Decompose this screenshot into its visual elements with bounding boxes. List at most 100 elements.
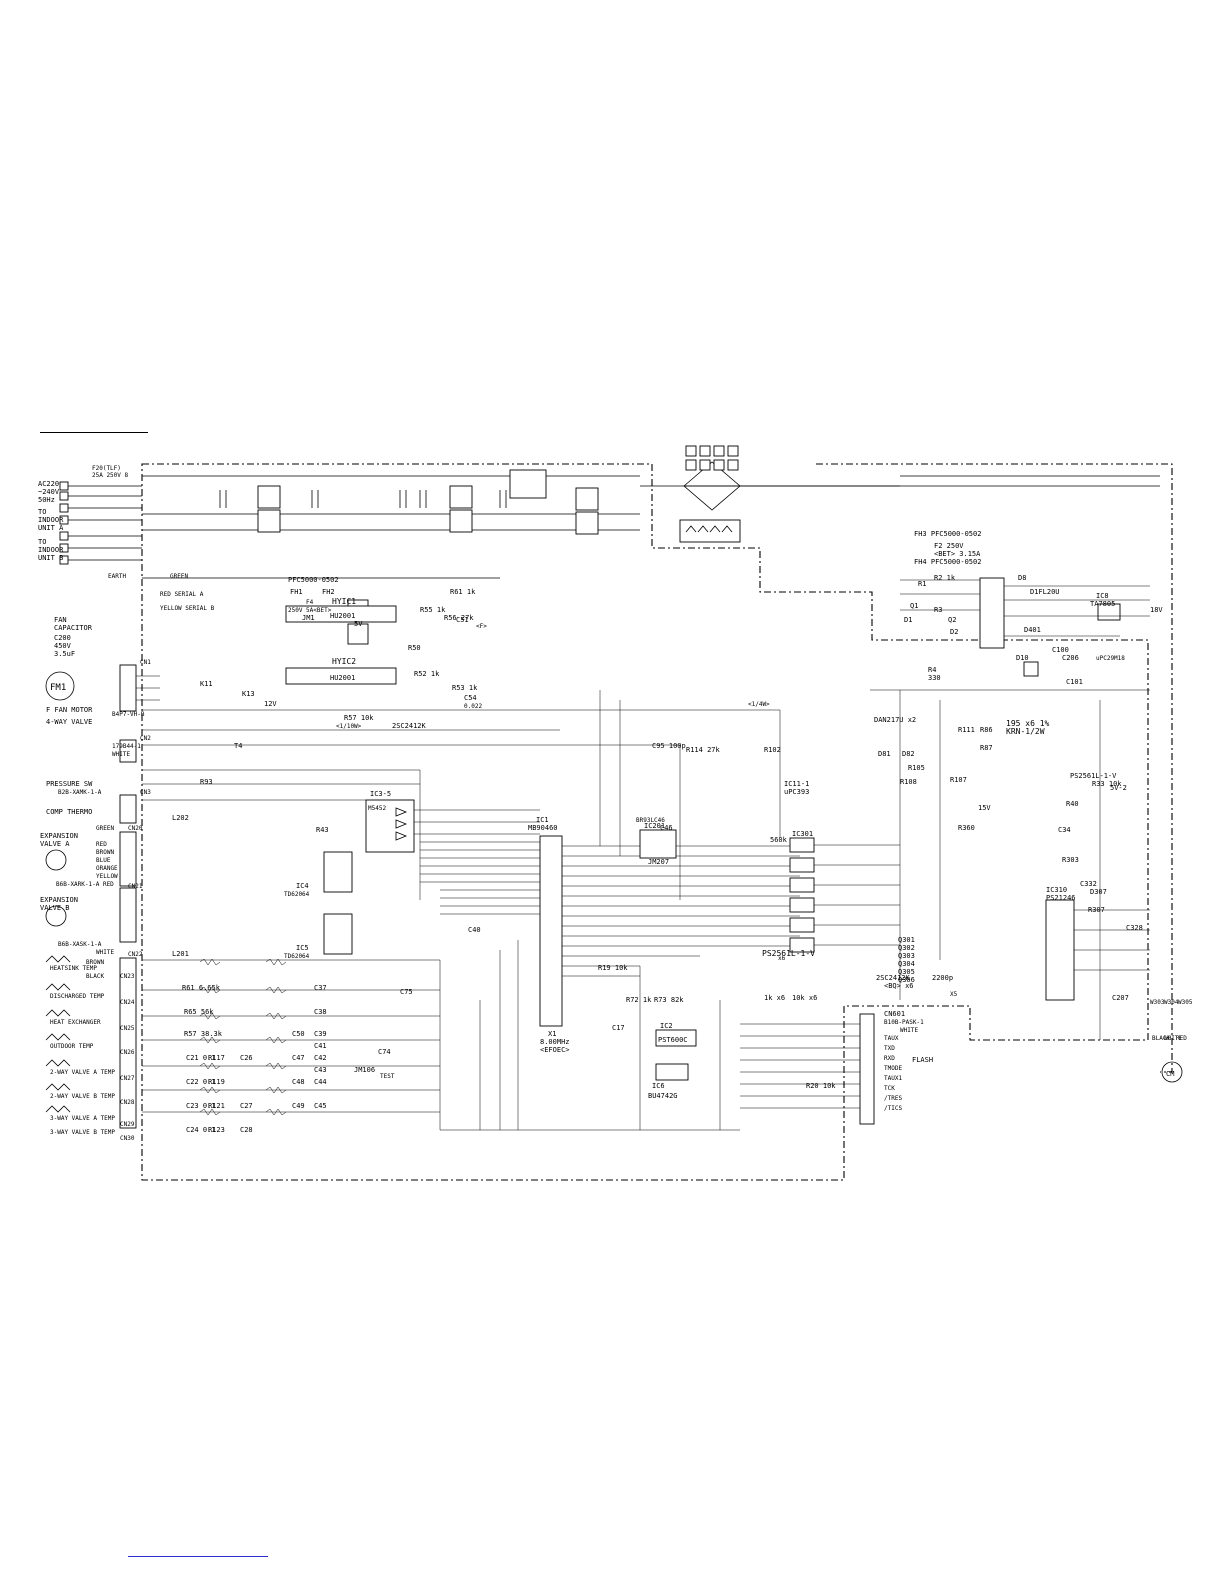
component-l202: L202 — [172, 814, 189, 822]
component-c206: C206 — [1062, 654, 1079, 662]
component-c40: C40 — [468, 926, 481, 934]
relay-box — [509, 469, 547, 499]
motor-pin-w304: W304 — [1164, 999, 1179, 1006]
ic8-part: TA7805 — [1090, 600, 1115, 608]
expansion-b-line2: VALVE B — [40, 904, 70, 912]
component-r57: R57 10k — [344, 714, 374, 722]
ic8-label: IC8 — [1096, 592, 1109, 600]
component-c37: C37 — [314, 984, 327, 992]
to-indoor-b-line3: UNIT B — [38, 554, 63, 562]
expansion-a-line2: VALVE A — [40, 840, 70, 848]
component-d8: D8 — [1018, 574, 1026, 582]
flash-pin-tics: /TICS — [884, 1105, 902, 1112]
label-cn601-white: WHITE — [900, 1027, 918, 1034]
component-q301: Q301 — [898, 936, 915, 944]
ac-input-line3: 50Hz — [38, 496, 55, 504]
label-10k-x6: 10k x6 — [792, 994, 817, 1002]
ps2561-label: PS2561L-1-V — [762, 949, 815, 958]
wire-yellow-a: YELLOW — [96, 873, 118, 880]
ps2561b-label: PS2561L-1-V — [1070, 772, 1117, 780]
component-c22: C22 0.1 — [186, 1078, 216, 1086]
component-q302: Q302 — [898, 944, 915, 952]
motor-wire-white: WHITE — [1164, 1035, 1182, 1042]
green-wire-label: GREEN — [96, 825, 114, 832]
ic4-label: IC4 — [296, 882, 309, 890]
component-r108: R108 — [900, 778, 917, 786]
motor-wire-red: RED — [1176, 1035, 1187, 1042]
black-wire-label: BLACK — [86, 973, 104, 980]
label-2sc2412k-x6: 2SC2412K — [876, 974, 911, 982]
connector-cn2: CN2 — [140, 735, 151, 742]
expansion-a-line1: EXPANSION — [40, 832, 78, 840]
component-c95: C95 100p — [652, 742, 686, 750]
component-k13: K13 — [242, 690, 255, 698]
component-r303: R303 — [1062, 856, 1079, 864]
component-c26: C26 — [240, 1054, 253, 1062]
component-jm1: JM1 — [302, 614, 315, 622]
four-way-valve-label: 4-WAY VALVE — [46, 718, 92, 726]
expansion-valve-b-symbol — [45, 905, 67, 927]
ic1-mcu-body — [539, 835, 563, 1027]
page-footer-link-rule — [128, 1556, 268, 1557]
to-indoor-b-line1: TO — [38, 538, 46, 546]
pfc-label: PFC5000-0502 — [288, 576, 339, 584]
component-r56: R56 27k — [444, 614, 474, 622]
component-d10: D10 — [1016, 654, 1029, 662]
label-5v-hyic1: 5V — [354, 620, 363, 628]
label-1k-x6: 1k x6 — [764, 994, 785, 1002]
ic201-label: IC201 — [644, 822, 665, 830]
hyic2-label: HYIC2 — [332, 657, 356, 666]
pressure-sw-label: PRESSURE SW — [46, 780, 93, 788]
component-c75: C75 — [400, 988, 413, 996]
component-c328: C328 — [1126, 924, 1143, 932]
fh3-label: FH3 PFC5000-0502 — [914, 530, 981, 538]
component-c23: C23 0.1 — [186, 1102, 216, 1110]
expansion-a-connector: B6B-XARK-1-A RED — [56, 881, 114, 888]
component-c100: C100 — [1052, 646, 1069, 654]
valve-a-temp-label: 2-WAY VALVE A TEMP — [50, 1069, 115, 1076]
thermistor-row — [45, 955, 71, 1113]
label-test: TEST — [380, 1073, 395, 1080]
board-boundary-right — [816, 463, 1173, 1073]
flash-pin-taux: TAUX — [884, 1035, 899, 1042]
valve-b3-temp-label: 3-WAY VALVE B TEMP — [50, 1129, 115, 1136]
label-d1fl20u: D1FL20U — [1030, 588, 1060, 596]
earth-label: EARTH — [108, 573, 126, 580]
component-r114: R114 27k — [686, 746, 721, 754]
connector-cn30: CN30 — [120, 1135, 135, 1142]
component-c38: C38 — [314, 1008, 327, 1016]
component-c24: C24 0.1 — [186, 1126, 216, 1134]
wire-red-a: RED — [96, 841, 107, 848]
component-r52: R52 1k — [414, 670, 440, 678]
brown-wire-label: BROWN — [86, 959, 104, 966]
connector-cn20: CN20 — [128, 825, 143, 832]
component-t4: T4 — [234, 742, 242, 750]
fan-connector-label: B4P7-VH-B — [112, 711, 145, 718]
wire-white-b: WHITE — [96, 949, 114, 956]
ic6-label: IC6 — [652, 1082, 665, 1090]
connector-cn29: CN29 — [120, 1121, 135, 1128]
component-r19: R19 10k — [598, 964, 628, 972]
component-q2: Q2 — [948, 616, 956, 624]
ic4-part: TD62064 — [284, 891, 310, 898]
serial-b-label: YELLOW SERIAL B — [160, 605, 215, 612]
label-krn: KRN-1/2W — [1006, 727, 1045, 736]
ic1-pin-lines — [420, 841, 800, 977]
connector-housings — [119, 664, 160, 1129]
component-q305: Q305 — [898, 968, 915, 976]
connector-cn22: CN22 — [128, 951, 143, 958]
component-r1: R1 — [918, 580, 926, 588]
ic1-part: MB90460 — [528, 824, 558, 832]
fan-motor-label: F FAN MOTOR — [46, 706, 93, 714]
component-c27: C27 — [240, 1102, 253, 1110]
expansion-b-line1: EXPANSION — [40, 896, 78, 904]
label-12v-relay: 12V — [264, 700, 277, 708]
f2-rating: <BET> 3.15A — [934, 550, 981, 558]
heatsink-temp-label: HEATSINK TEMP — [50, 965, 97, 972]
component-r86: R86 — [980, 726, 993, 734]
label-2200p: 2200p — [932, 974, 953, 982]
component-r73: R73 82k — [654, 996, 684, 1004]
component-c50: C50 — [292, 1030, 305, 1038]
connector-cn23: CN23 — [120, 973, 135, 980]
label-330: 330 — [928, 674, 941, 682]
